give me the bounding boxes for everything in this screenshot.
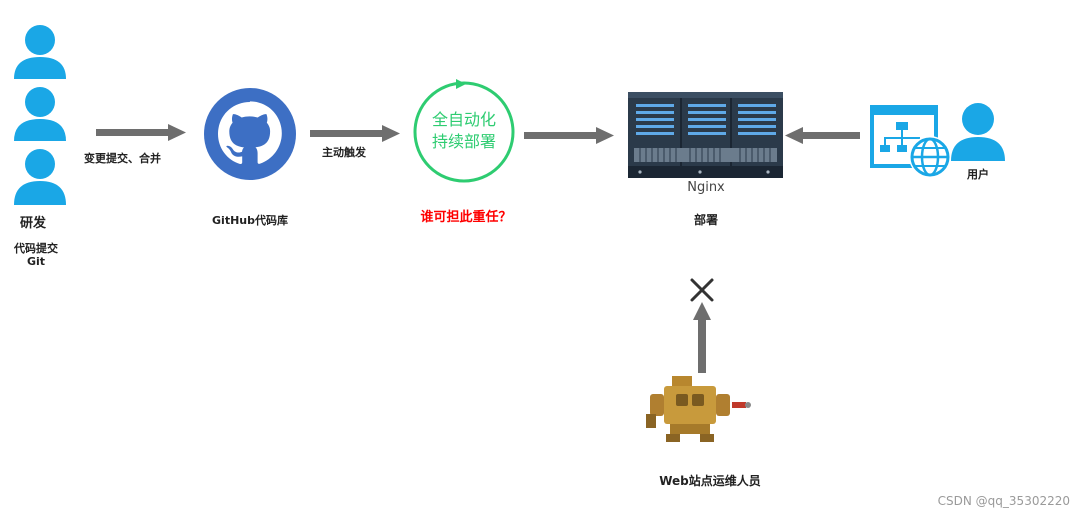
developer-person-icon [14, 149, 66, 205]
server-icon [628, 92, 783, 178]
developers-subtitle-line1: 代码提交 [14, 242, 58, 255]
watermark: CSDN @qq_35302220 [937, 494, 1070, 508]
developer-person-icon [14, 87, 66, 141]
server-caption: 部署 [693, 213, 718, 227]
ci-cycle-icon [413, 79, 515, 183]
arrow-repo-to-ci [310, 125, 400, 142]
arrow-dev-to-repo-label: 变更提交、合并 [84, 152, 161, 165]
ops-label: Web站点运维人员 [659, 474, 761, 488]
user-person-icon [951, 103, 1005, 161]
ci-question: 谁可担此重任？ [420, 210, 512, 225]
robot-icon [646, 376, 751, 442]
blocked-x-icon [690, 278, 714, 302]
arrow-dev-to-repo [96, 124, 186, 141]
server-name: Nginx [687, 180, 725, 195]
github-icon [204, 88, 296, 180]
website-network-icon [870, 105, 951, 178]
user-label: 用户 [967, 168, 989, 181]
developer-person-icon [14, 25, 66, 79]
arrow-ops-to-server [693, 302, 711, 373]
ci-line1: 全自动化 [431, 110, 496, 129]
ci-line2: 持续部署 [431, 132, 496, 151]
arrow-repo-to-ci-label: 主动触发 [322, 146, 366, 159]
repo-label: GitHub代码库 [212, 214, 288, 227]
developers-subtitle-line2: Git [26, 255, 46, 268]
developers-title: 研发 [20, 216, 47, 231]
arrow-user-to-server [785, 127, 860, 144]
arrow-ci-to-server [524, 127, 614, 144]
